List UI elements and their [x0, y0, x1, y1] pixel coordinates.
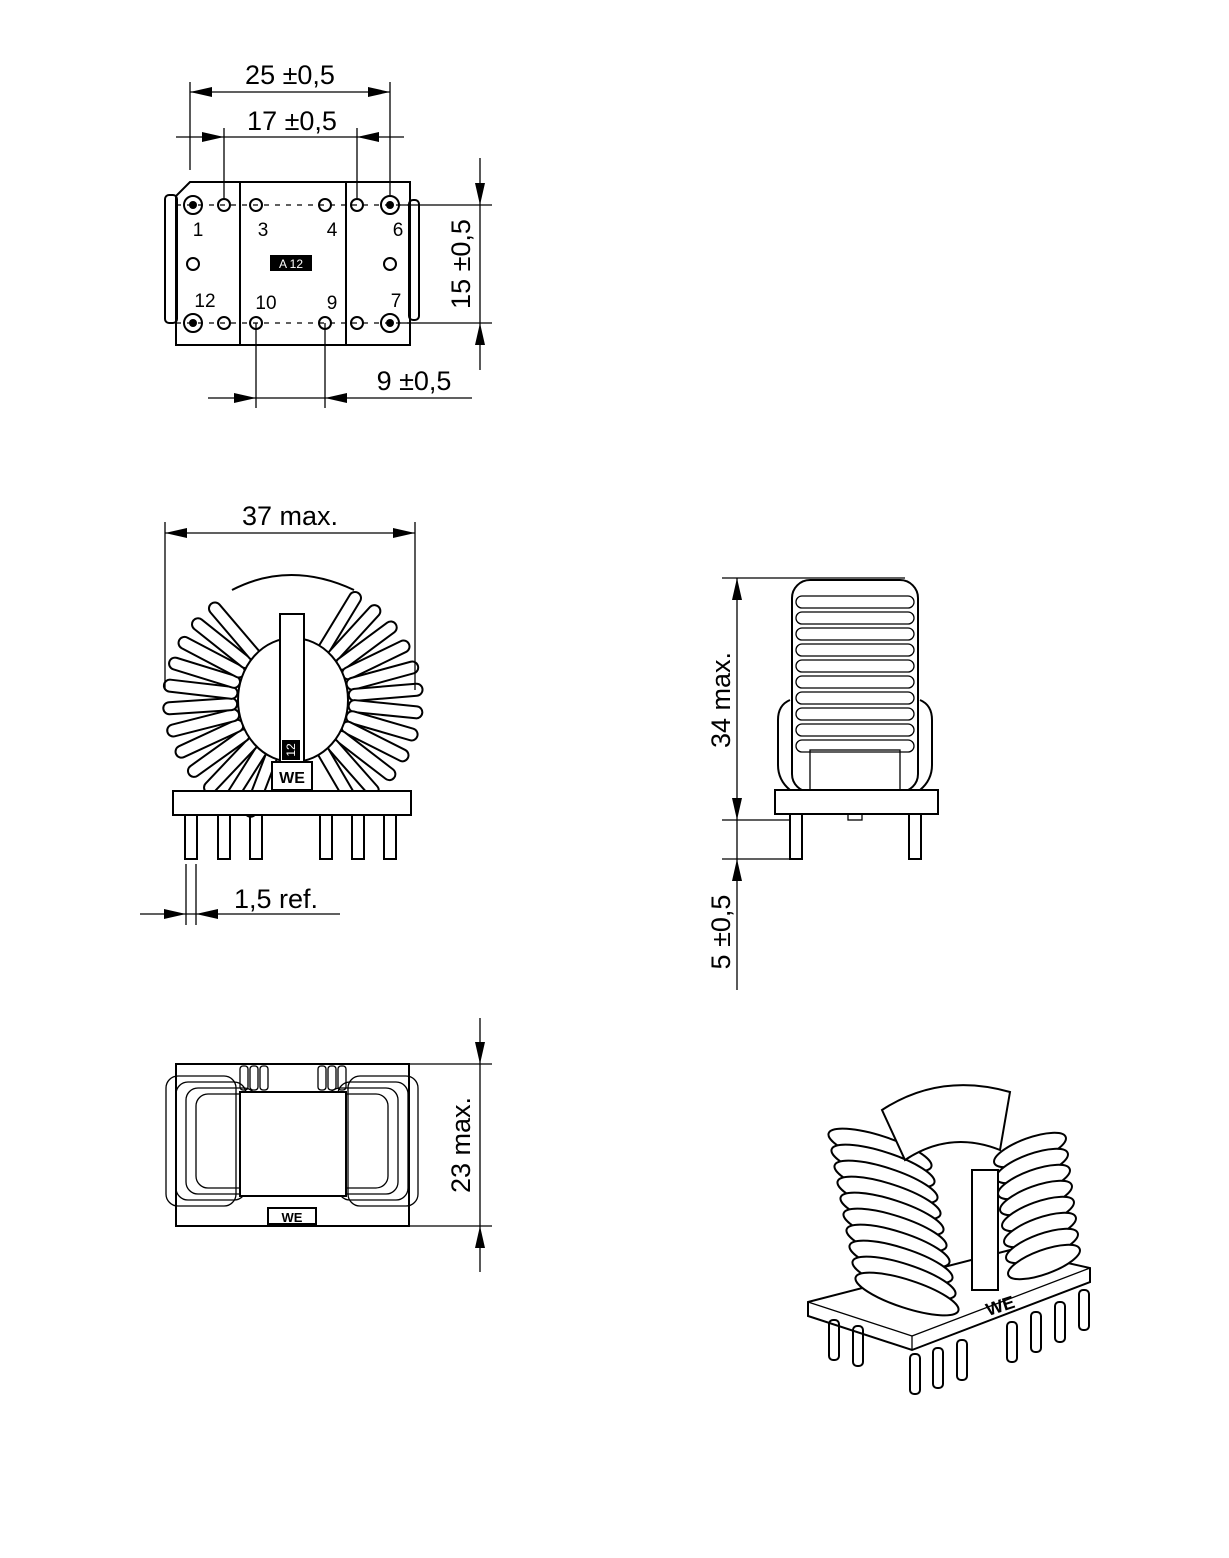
dim-width-pins: 17 ±0,5: [176, 106, 404, 198]
svg-text:17 ±0,5: 17 ±0,5: [247, 106, 337, 136]
dim-height-max: 34 max.: [706, 577, 905, 821]
svg-text:5 ±0,5: 5 ±0,5: [706, 895, 736, 970]
iso-separator: [971, 1169, 999, 1291]
bottom-logo: [267, 1207, 317, 1225]
marking-label: A 12: [279, 257, 303, 271]
marking-box: [270, 255, 312, 271]
pin-label-10: 10: [255, 293, 276, 314]
pin-label-1: 1: [193, 220, 204, 241]
dim-pin-pitch: 9 ±0,5: [208, 323, 472, 408]
svg-text:37 max.: 37 max.: [242, 501, 338, 531]
bottom-logo-icon: WE: [282, 1210, 303, 1225]
side-coils: [791, 579, 919, 793]
side-base: [774, 789, 939, 815]
logo-icon: WE: [279, 770, 305, 787]
svg-text:12: 12: [284, 743, 298, 757]
winding-right: [316, 590, 424, 811]
core-top-arc: [231, 574, 355, 591]
dim-width-overall: 25 ±0,5: [189, 60, 391, 195]
top-view: A 12 1 3 4 6 12 10 9 7 25 ±0,5 17 ±0,5: [164, 60, 492, 408]
dim-pin-ref: 1,5 ref.: [140, 864, 340, 925]
pin-label-9: 9: [327, 293, 338, 314]
svg-text:25 ±0,5: 25 ±0,5: [245, 60, 335, 90]
center-core: [239, 181, 347, 346]
isometric-view: WE: [807, 1084, 1091, 1395]
pin-label-12: 12: [194, 291, 215, 312]
iso-coils: [827, 1127, 1081, 1317]
dim-pin-length: 5 ±0,5: [706, 820, 790, 990]
side-view: 34 max. 5 ±0,5: [706, 577, 939, 990]
front-pins: [184, 814, 397, 860]
pin-label-7: 7: [391, 291, 402, 312]
pin-label-4: 4: [327, 220, 338, 241]
logo-plate: [271, 761, 313, 791]
svg-text:34 max.: 34 max.: [706, 652, 736, 748]
front-view: 12 WE 37 max. 1,: [140, 501, 424, 925]
bottom-core: [239, 1091, 347, 1197]
iso-core-top: [880, 1084, 1012, 1162]
side-pin-left: [789, 813, 803, 860]
dim-width-max: 37 max.: [164, 501, 416, 690]
side-label-box: [282, 740, 300, 760]
svg-text:23 max.: 23 max.: [446, 1097, 476, 1193]
right-flange: [408, 199, 420, 321]
dim-depth-max: 23 max.: [410, 1018, 492, 1272]
winding-left: [162, 601, 279, 818]
svg-text:9 ±0,5: 9 ±0,5: [377, 366, 452, 396]
bottom-view: WE 23 max.: [165, 1018, 492, 1272]
side-pin-right: [908, 813, 922, 860]
iso-pins: [828, 1289, 1090, 1395]
pin-label-3: 3: [258, 220, 269, 241]
svg-text:15 ±0,5: 15 ±0,5: [446, 219, 476, 309]
pin-label-6: 6: [393, 220, 404, 241]
dim-height-pins: 15 ±0,5: [400, 158, 492, 370]
left-flange: [164, 194, 178, 324]
front-base: [172, 790, 412, 816]
corner-pins: [183, 195, 400, 333]
svg-text:1,5 ref.: 1,5 ref.: [234, 884, 318, 914]
